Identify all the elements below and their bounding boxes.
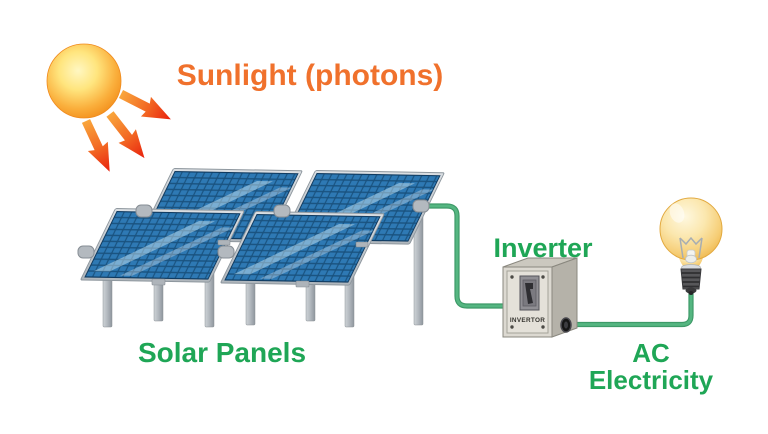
solar-panel-array xyxy=(81,169,445,286)
inverter-device-label: INVERTOR xyxy=(510,317,545,324)
inverter-box: INVERTOR xyxy=(502,257,578,338)
sunlight-arrow-icon xyxy=(116,84,176,130)
panel-pivot xyxy=(412,199,430,213)
inverter-output-connector-pin xyxy=(564,321,568,329)
ac-wire-core xyxy=(564,289,693,326)
inverter-screw xyxy=(510,275,514,279)
sunlight-arrow-icon xyxy=(76,116,120,177)
bulb-shine xyxy=(669,203,685,223)
solar-panels-label: Solar Panels xyxy=(138,337,306,368)
ac-label-line1: AC xyxy=(632,338,670,368)
bulb-filament xyxy=(679,236,703,259)
panel-foot xyxy=(355,241,369,248)
panel-foot xyxy=(151,278,166,286)
bulb-stem-base xyxy=(685,254,697,264)
light-bulb-icon xyxy=(659,197,723,295)
inverter-lever-icon xyxy=(525,283,533,304)
bulb-contact xyxy=(685,287,697,294)
panel-pivot xyxy=(135,204,153,218)
inverter-label: Inverter xyxy=(493,233,593,263)
bulb-contact-tip xyxy=(688,291,694,295)
bulb-screw-ridges xyxy=(681,272,701,288)
sun-icon xyxy=(46,43,122,119)
dc-wire-core xyxy=(424,204,507,308)
panel-pivot xyxy=(273,204,291,218)
panel-pivot xyxy=(217,245,235,259)
inverter-screw xyxy=(541,275,545,279)
panel-foot xyxy=(295,280,310,288)
panel-foot xyxy=(217,239,231,246)
ac-label-line2: Electricity xyxy=(589,365,714,395)
inverter-screw xyxy=(510,325,514,329)
bulb-screw-base xyxy=(680,268,702,290)
sunlight-label: Sunlight (photons) xyxy=(177,59,444,92)
solar-panel xyxy=(81,209,245,283)
dc-wire xyxy=(423,203,508,309)
panel-pivot xyxy=(77,245,95,259)
ac-wire xyxy=(563,288,694,328)
panel-feet xyxy=(151,239,369,288)
inverter-screw xyxy=(541,325,545,329)
